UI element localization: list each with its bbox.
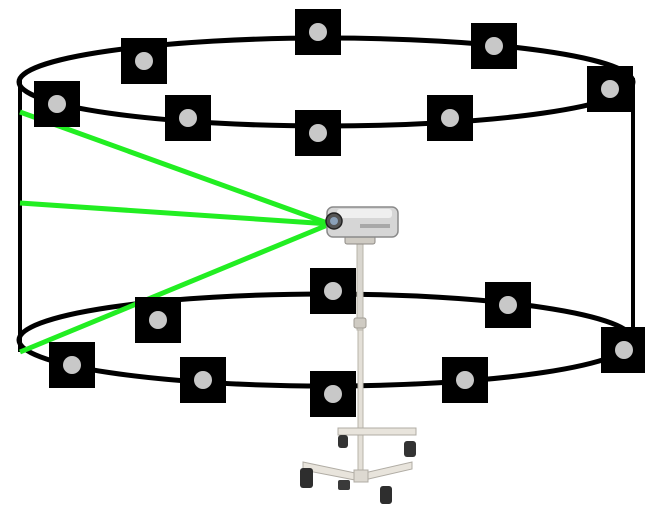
stand-base-center bbox=[353, 469, 369, 483]
marker-dot bbox=[179, 109, 197, 127]
bottom-ring-marker bbox=[485, 282, 531, 328]
marker-dot bbox=[149, 311, 167, 329]
stand-upper-crossbar bbox=[337, 427, 417, 436]
marker-dot bbox=[194, 371, 212, 389]
projection-beam bbox=[19, 200, 331, 227]
top-ring-marker bbox=[587, 66, 633, 112]
bottom-ring-marker bbox=[442, 357, 488, 403]
marker-dot bbox=[485, 37, 503, 55]
projector-top bbox=[337, 209, 392, 218]
caster bbox=[404, 441, 416, 457]
marker-dot bbox=[499, 296, 517, 314]
marker-dot bbox=[324, 385, 342, 403]
caster bbox=[300, 468, 313, 488]
stand-clamp bbox=[353, 317, 367, 329]
bottom-ring-marker bbox=[310, 268, 356, 314]
marker-dot bbox=[324, 282, 342, 300]
projector-lens-glass bbox=[330, 217, 338, 225]
projection-beams bbox=[19, 109, 331, 355]
top-ring-marker bbox=[295, 9, 341, 55]
marker-dot bbox=[48, 95, 66, 113]
marker-dot bbox=[135, 52, 153, 70]
projection-beam bbox=[19, 109, 331, 227]
top-ring-marker bbox=[471, 23, 517, 69]
top-ring-marker bbox=[427, 95, 473, 141]
marker-dot bbox=[63, 356, 81, 374]
caster bbox=[338, 480, 350, 490]
marker-dot bbox=[441, 109, 459, 127]
bottom-ring-marker bbox=[49, 342, 95, 388]
marker-dot bbox=[456, 371, 474, 389]
marker-layer bbox=[34, 9, 645, 417]
marker-dot bbox=[601, 80, 619, 98]
bottom-ring-marker bbox=[601, 327, 645, 373]
bottom-ring-marker bbox=[180, 357, 226, 403]
top-ring-marker bbox=[121, 38, 167, 84]
marker-dot bbox=[309, 23, 327, 41]
top-ring-marker bbox=[295, 110, 341, 156]
projector-stand bbox=[300, 239, 417, 504]
bottom-ring-marker bbox=[310, 371, 356, 417]
top-ring-marker bbox=[165, 95, 211, 141]
projector-icon bbox=[325, 206, 399, 245]
stand-pole-upper bbox=[356, 239, 364, 331]
bottom-ring-marker bbox=[135, 297, 181, 343]
projector-vent bbox=[360, 224, 390, 228]
top-ring-marker bbox=[34, 81, 80, 127]
marker-dot bbox=[615, 341, 633, 359]
marker-dot bbox=[309, 124, 327, 142]
caster bbox=[338, 435, 348, 448]
projection-beam bbox=[19, 221, 331, 355]
caster bbox=[380, 486, 392, 504]
stand-pole-lower bbox=[357, 329, 364, 481]
